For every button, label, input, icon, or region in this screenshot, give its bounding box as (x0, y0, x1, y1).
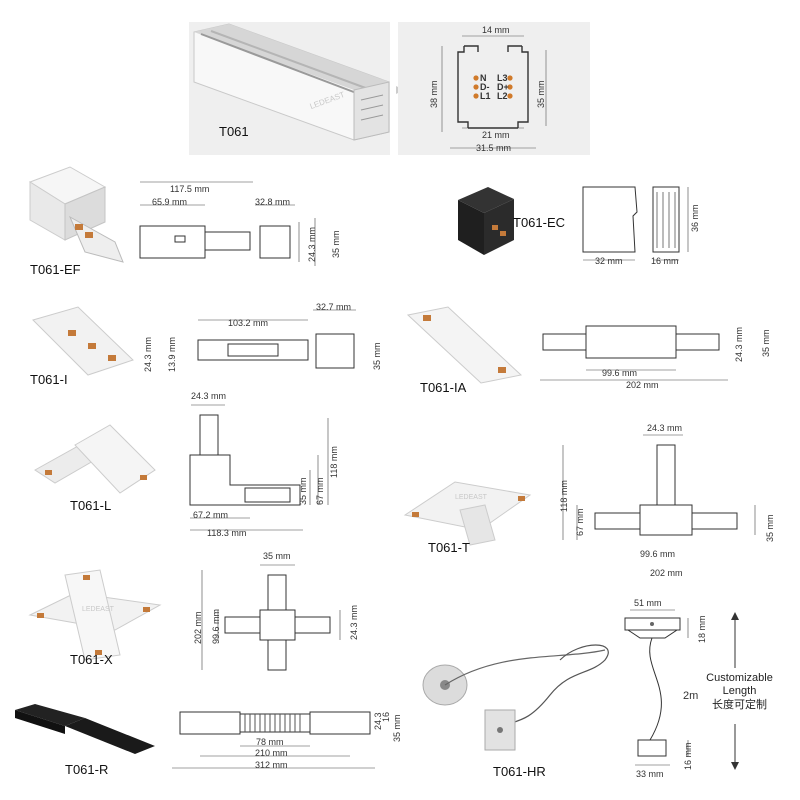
r-drawing (172, 711, 375, 769)
t-photo (403, 481, 532, 546)
i-photo (32, 306, 134, 376)
ia-dim-height: 24.3 mm (734, 326, 744, 362)
i-dim-length: 103.2 mm (228, 318, 269, 328)
ia-dim-total-height: 35 mm (761, 329, 771, 357)
track-product-label: T061 (219, 124, 249, 139)
track-profile-photo (193, 23, 390, 141)
l-photo (34, 424, 156, 494)
r-dim-flex: 78 mm (256, 737, 284, 747)
r-dim-inner: 16 (381, 711, 391, 722)
r-photo (15, 704, 155, 754)
hr-note-zh: 长度可定制 (712, 698, 767, 711)
x-watermark: LEDEAST (82, 606, 114, 613)
ec-label: T061-EC (513, 215, 566, 230)
hr-dim-canopy: 51 mm (634, 598, 662, 608)
r-label: T061-R (65, 762, 109, 777)
i-dim-inner: 13.9 mm (167, 336, 177, 372)
ef-photo (28, 166, 124, 263)
track-photo-panel: LEDEAST T061 (189, 22, 390, 155)
track-section-panel: 14 mm 38 mm 35 mm 21 mm 31.5 mm N D- L1 … (398, 22, 590, 155)
t-dim-height: 118 mm (559, 480, 569, 512)
t-drawing (562, 434, 756, 540)
x-label: T061-X (70, 652, 113, 667)
l-label: T061-L (70, 498, 112, 513)
i-dim-total-height: 35 mm (372, 342, 382, 370)
ef-label: T061-EF (30, 262, 81, 277)
ia-dim-body: 99.6 mm (602, 368, 638, 378)
hr-note: Customizable Length 长度可定制 (692, 672, 787, 711)
t-dim-width: 24.3 mm (647, 423, 683, 433)
l-dim-length: 118.3 mm (207, 528, 247, 538)
hr-dim-clip: 33 mm (636, 769, 664, 779)
x-dim-width: 35 mm (263, 551, 291, 561)
t-label: T061-T (428, 540, 470, 555)
profile-dim-top: 14 mm (482, 25, 510, 35)
wire-n: N (480, 73, 487, 83)
l-dim-arm: 67 mm (315, 477, 325, 505)
wire-l3: L3 (497, 73, 508, 83)
l-dim-height: 35 mm (298, 477, 308, 505)
x-photo (28, 569, 162, 661)
x-dim-arm: 99.6 mm (211, 608, 221, 644)
l-dim-width: 24.3 mm (191, 391, 227, 401)
t-dim-arm: 67 mm (575, 508, 585, 536)
ia-dim-length: 202 mm (626, 380, 659, 390)
i-label: T061-I (30, 372, 68, 387)
t-dim-body: 99.6 mm (640, 549, 676, 559)
t-watermark: LEDEAST (455, 494, 487, 501)
hr-note-en: Customizable Length (706, 672, 773, 697)
t-dim-length: 202 mm (650, 568, 683, 578)
wire-l2: L2 (497, 91, 508, 101)
l-drawing (189, 404, 329, 531)
i-drawing (197, 309, 356, 369)
r-dim-total-height: 35 mm (392, 714, 402, 742)
profile-dim-height-right: 35 mm (536, 80, 546, 108)
x-drawing (201, 564, 341, 671)
ef-dim-body: 65.9 mm (152, 197, 188, 207)
ec-dim-width: 32 mm (595, 256, 623, 266)
l-dim-total: 118 mm (329, 446, 339, 478)
ia-photo (406, 306, 523, 384)
ec-dim-depth: 16 mm (651, 256, 679, 266)
ef-drawing (139, 181, 316, 266)
t-dim-total-height: 35 mm (765, 514, 775, 542)
ia-drawing (540, 325, 728, 381)
track-cross-section (441, 35, 547, 149)
i-dim-height: 24.3 mm (143, 336, 153, 372)
ec-dim-height: 36 mm (690, 204, 700, 232)
wire-l1: L1 (480, 91, 491, 101)
r-dim-total: 312 mm (255, 760, 288, 770)
ef-dim-height: 24.3 mm (307, 226, 317, 262)
ec-drawing (582, 186, 689, 261)
profile-dim-bottom: 31.5 mm (476, 143, 512, 153)
length-arrow-icon (731, 612, 739, 770)
ef-dim-length: 117.5 mm (170, 184, 210, 194)
ef-dim-total-height: 35 mm (331, 230, 341, 258)
x-dim-height: 202 mm (193, 611, 203, 644)
hr-dim-canopy-height: 18 mm (697, 615, 707, 643)
hr-label: T061-HR (493, 764, 546, 779)
profile-dim-height-left: 38 mm (429, 80, 439, 108)
r-dim-length: 210 mm (255, 748, 288, 758)
hr-drawing (624, 609, 689, 766)
hr-dim-cable: 2m (683, 690, 699, 702)
ef-dim-end: 32.8 mm (255, 197, 291, 207)
hr-photo (422, 644, 609, 751)
ia-label: T061-IA (420, 380, 467, 395)
profile-dim-inner: 21 mm (482, 130, 510, 140)
x-dim-body: 24.3 mm (349, 604, 359, 640)
wire-d-plus: D+ (497, 82, 509, 92)
i-dim-end: 32.7 mm (316, 302, 352, 312)
l-dim-inner-length: 67.2 mm (193, 510, 229, 520)
ec-photo (458, 187, 514, 255)
hr-dim-clip-height: 16 mm (683, 742, 693, 770)
wire-d-minus: D- (480, 82, 490, 92)
